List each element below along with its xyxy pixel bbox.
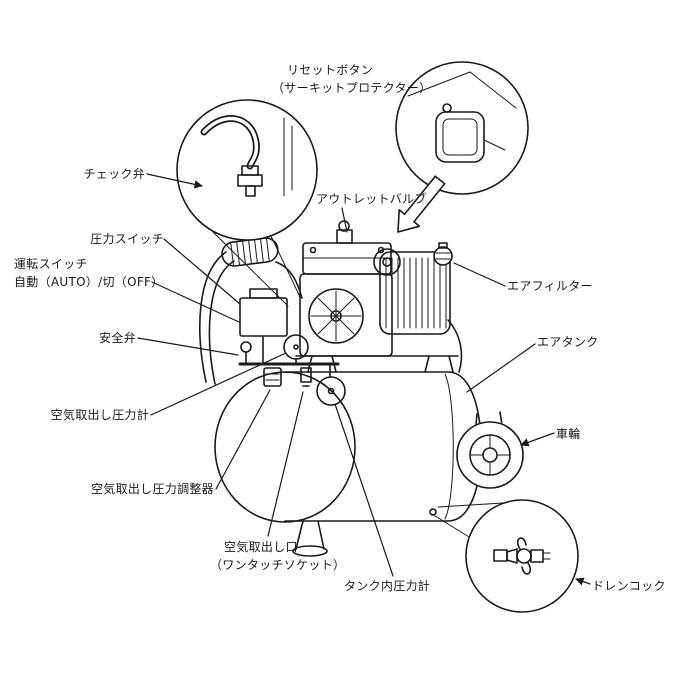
label-tank-pressure-gauge: タンク内圧力計 (344, 579, 431, 593)
label-reset-button-line2: （サーキットプロテクター） (272, 81, 432, 95)
label-air-outlet-line2: （ワンタッチソケット） (210, 558, 346, 572)
tank-pressure-gauge-shape (316, 376, 346, 406)
leader-wheel (520, 432, 555, 447)
one-touch-socket-shape (300, 367, 312, 383)
callout-check-valve-connectors (211, 230, 301, 307)
callout-drain-cock-connectors (431, 502, 504, 538)
leader-outlet-pressure-gauge (150, 352, 287, 416)
leader-drain-cock (575, 577, 591, 586)
leader-regulator (215, 389, 271, 490)
outlet-pressure-gauge-shape (283, 334, 309, 360)
pulley-shape (373, 248, 401, 276)
leader-safety-valve (137, 337, 239, 356)
callout-reset-button (395, 61, 529, 233)
leader-check-valve (146, 173, 203, 189)
leader-air-tank (466, 343, 536, 393)
label-operation-switch-line1: 運転スイッチ (14, 257, 88, 271)
leader-tank-pressure-gauge (334, 403, 394, 577)
label-outlet-pressure-gauge: 空気取出し圧力計 (50, 408, 149, 422)
leader-pressure-switch (163, 238, 241, 305)
label-drain-cock: ドレンコック (592, 579, 666, 593)
label-outlet-valve: アウトレットバルブ (316, 192, 427, 206)
manifold-shape (238, 334, 346, 406)
outlet-valve-shape (336, 229, 353, 244)
hose-to-pump (275, 261, 303, 299)
callout-drain-cock (465, 499, 579, 613)
label-air-tank: エアタンク (537, 335, 599, 349)
leader-lines (137, 173, 591, 586)
label-reset-button-line1: リセットボタン (287, 63, 374, 77)
label-check-valve: チェック弁 (83, 167, 145, 181)
pressure-switch-shape (239, 288, 288, 365)
leader-outlet-valve (341, 207, 348, 233)
label-air-outlet-line1: 空気取出し口 (224, 540, 298, 554)
label-outlet-pressure-regulator: 空気取出し圧力調整器 (90, 482, 214, 496)
label-operation-switch-line2: 自動（AUTO）/切（OFF） (14, 275, 164, 289)
pump-shape (299, 220, 401, 357)
leader-air-outlet (267, 391, 304, 537)
label-safety-valve: 安全弁 (99, 331, 136, 345)
coiled-hose-shape (221, 237, 279, 267)
wheel-shape (456, 411, 524, 489)
leader-air-filter (453, 262, 506, 287)
air-filter-shape (433, 242, 453, 266)
label-pressure-switch: 圧力スイッチ (90, 232, 164, 246)
air-tank-shape (214, 371, 482, 557)
motor-shape (379, 251, 463, 373)
label-wheel: 車輪 (556, 427, 581, 441)
label-air-filter: エアフィルター (507, 279, 593, 293)
callout-check-valve (176, 99, 318, 241)
magnify-arrow (397, 175, 446, 233)
regulator-shape (263, 367, 282, 387)
leader-operation-switch (151, 281, 240, 323)
